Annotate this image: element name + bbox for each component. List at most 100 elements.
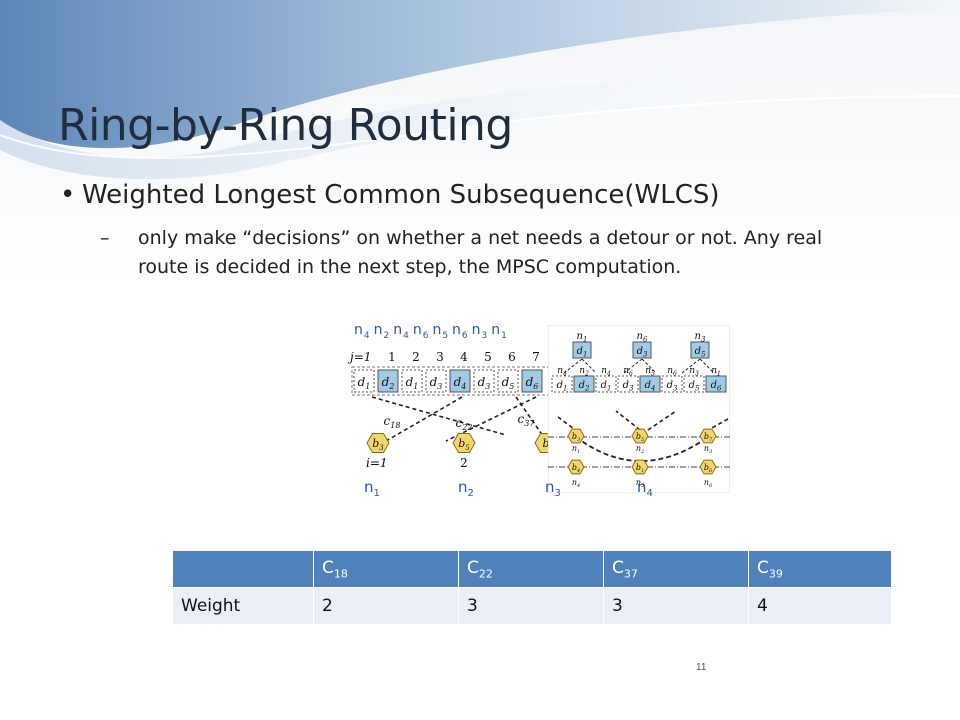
- top-cell-label: d1: [577, 346, 588, 359]
- row-cell-label: d3: [667, 380, 678, 393]
- top-cell-label: d3: [637, 346, 648, 359]
- bottom-net-label: n2: [458, 478, 474, 499]
- i-index: 2: [460, 456, 468, 470]
- j-index: 7: [532, 350, 540, 364]
- cell-label: d4: [454, 375, 467, 391]
- row-cell-box: [639, 375, 661, 393]
- arrow-line: [623, 358, 643, 374]
- row-net-label: n6: [667, 366, 677, 377]
- j-index: 1: [388, 350, 396, 364]
- row-cell-label: d1: [601, 380, 612, 393]
- top-net-label: n3: [471, 322, 489, 341]
- table-header-cell: C22: [458, 550, 604, 588]
- edge-label: c22: [456, 416, 473, 432]
- cell-box: [497, 369, 519, 393]
- edge-line: [371, 396, 507, 436]
- top-net-label: n4: [393, 322, 410, 341]
- top-cell-box: [632, 341, 652, 359]
- top-net-label: n1: [491, 322, 508, 341]
- node-hexagon: [699, 459, 717, 475]
- bottom-net-label: n1: [364, 478, 380, 499]
- cell-row-frame: [351, 366, 553, 396]
- cell-label: d3: [430, 375, 443, 391]
- node-hexagon: [699, 428, 717, 444]
- node-net-label: n5: [636, 478, 644, 489]
- arrow-line: [641, 358, 657, 374]
- row-cell-label: d2: [579, 380, 590, 393]
- j-index: 6: [508, 350, 516, 364]
- arrow-line: [563, 358, 583, 374]
- table-cell: 3: [458, 587, 604, 625]
- cell-box: [353, 369, 375, 393]
- row-cell-box: [551, 375, 573, 393]
- arrow-line: [709, 418, 729, 430]
- node-hexagon: [452, 433, 476, 453]
- node-net-label: n1: [572, 444, 580, 455]
- row-cell-box: [595, 375, 617, 393]
- j-index: 4: [460, 350, 468, 364]
- top-net-label: n2: [373, 322, 391, 341]
- row-cell-box: [683, 375, 705, 393]
- row-cell-box: [661, 375, 683, 393]
- detour-path: [575, 436, 709, 462]
- row-cell-label: d4: [645, 380, 656, 393]
- row-net-label: n4: [557, 366, 567, 377]
- figure-wlcs-graph: j=112345678d1d2d1d3d4d3d5d6c18c22c37b3b5…: [346, 345, 554, 471]
- top-net-label: n6: [452, 322, 469, 341]
- bottom-net-label: n3: [545, 478, 561, 499]
- top-net-label: n5: [432, 322, 450, 341]
- figure-mpsc-graph: n1 d1 n6 d3 n3 d5 n4 d1 n2 d2 n4 d1 n6 d3 n5 d4 n6 d3 n3 d5…: [548, 325, 730, 493]
- bullet-dot-icon: •: [60, 180, 76, 210]
- j-index: 3: [436, 350, 444, 364]
- row-net-label: n5: [645, 366, 655, 377]
- arrow-line: [581, 358, 597, 374]
- node-label: b1: [636, 463, 644, 474]
- row-cell-label: d6: [711, 380, 722, 393]
- node-net-label: n2: [636, 444, 644, 455]
- node-label: b7: [704, 432, 713, 443]
- node-label: b4: [572, 463, 580, 474]
- node-hexagon: [631, 459, 649, 475]
- decorative-header-swoosh: [0, 0, 960, 180]
- row-net-label: n6: [623, 366, 633, 377]
- cell-box: [521, 369, 543, 393]
- node-net-label: n4: [572, 478, 580, 489]
- edge-label: c37: [518, 412, 536, 428]
- row-cell-box: [573, 375, 595, 393]
- edge-line: [445, 396, 537, 442]
- cell-label: d1: [358, 375, 371, 391]
- table-header-cell: C18: [313, 550, 459, 588]
- node-hexagon: [366, 433, 390, 453]
- cell-box: [377, 369, 399, 393]
- row-cell-label: d3: [623, 380, 634, 393]
- edge-line: [385, 396, 463, 442]
- node-label: b6: [704, 463, 713, 474]
- bottom-net-label: n4: [637, 478, 653, 499]
- top-net-label: n6: [412, 322, 430, 341]
- table-cell: 4: [748, 587, 892, 625]
- row-cell-label: d1: [557, 380, 568, 393]
- arrow-line: [699, 358, 715, 374]
- node-label: b3: [572, 432, 580, 443]
- table-header-cell: C37: [603, 550, 749, 588]
- cell-label: d1: [406, 375, 419, 391]
- top-net-label: n1: [577, 331, 588, 344]
- node-hexagon: [567, 428, 585, 444]
- row-net-label: n3: [689, 366, 699, 377]
- arrow-line: [557, 416, 575, 430]
- row-cell-label: d5: [689, 380, 700, 393]
- cell-label: d6: [526, 375, 539, 391]
- top-net-label: n3: [695, 331, 706, 344]
- node-hexagon: [567, 459, 585, 475]
- table-header-blank: [172, 550, 314, 588]
- table-row-label: Weight: [172, 587, 314, 625]
- top-net-label: n4: [354, 322, 371, 341]
- node-net-label: n6: [704, 478, 713, 489]
- j-index: 2: [412, 350, 420, 364]
- row-net-label: n2: [579, 366, 589, 377]
- top-cell-label: d5: [695, 346, 706, 359]
